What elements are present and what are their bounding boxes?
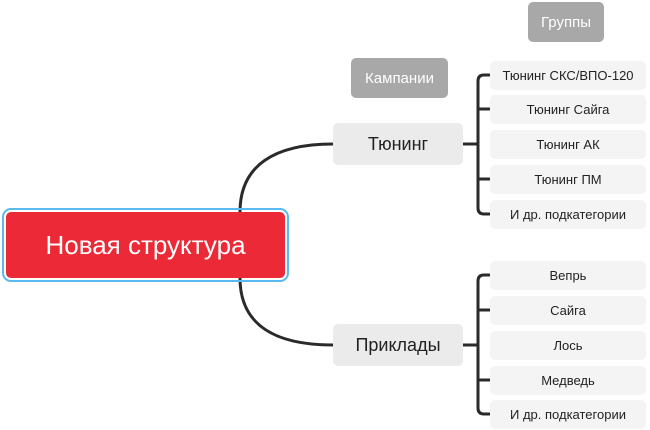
bracket-tuning	[461, 73, 492, 216]
leaf-node[interactable]: И др. подкатегории	[490, 200, 646, 229]
connector-root-tuning	[238, 142, 335, 214]
leaf-node[interactable]: Вепрь	[490, 261, 646, 290]
leaf-node[interactable]: Лось	[490, 331, 646, 360]
leaf-node[interactable]: Тюнинг СКС/ВПО-120	[490, 61, 646, 90]
bracket-stocks	[461, 273, 492, 416]
root-node[interactable]: Новая структура	[2, 208, 289, 282]
connector-root-stocks	[238, 276, 335, 347]
leaf-node[interactable]: Тюнинг АК	[490, 130, 646, 159]
leaf-node[interactable]: И др. подкатегории	[490, 400, 646, 429]
leaf-node[interactable]: Тюнинг ПМ	[490, 165, 646, 194]
node-tuning[interactable]: Тюнинг	[333, 123, 463, 165]
leaf-node[interactable]: Сайга	[490, 296, 646, 325]
campaigns-label: Кампании	[351, 58, 448, 98]
groups-label: Группы	[528, 2, 604, 42]
leaf-node[interactable]: Медведь	[490, 366, 646, 395]
node-stocks[interactable]: Приклады	[333, 324, 463, 366]
leaf-node[interactable]: Тюнинг Сайга	[490, 95, 646, 124]
